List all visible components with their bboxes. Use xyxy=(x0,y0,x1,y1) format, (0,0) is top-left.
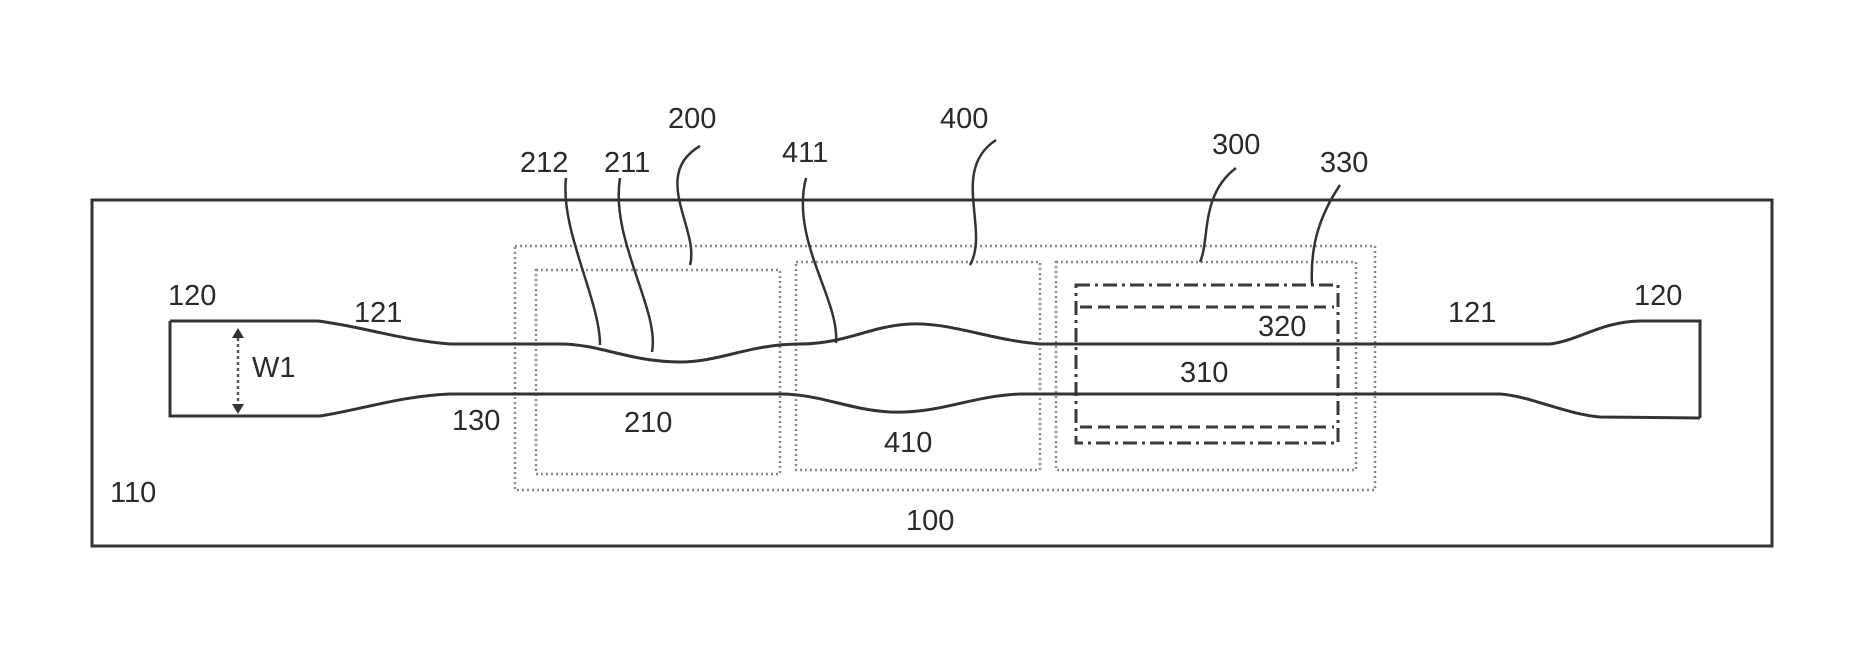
label-taper-right: 121 xyxy=(1448,297,1496,329)
label-320: 320 xyxy=(1258,311,1306,343)
label-200: 200 xyxy=(668,103,716,135)
width-indicator-arrow-top xyxy=(232,328,244,338)
section-200-outer-box xyxy=(515,246,1375,490)
label-210: 210 xyxy=(624,407,672,439)
section-200-inner-box xyxy=(536,270,780,474)
substrate-box xyxy=(92,200,1772,546)
label-end-right: 120 xyxy=(1634,280,1682,312)
waveguide-top-edge xyxy=(170,321,1700,418)
label-411: 411 xyxy=(782,137,828,169)
label-330: 330 xyxy=(1320,147,1368,179)
leader-211 xyxy=(619,178,653,352)
label-end-left: 120 xyxy=(168,280,216,312)
leader-411 xyxy=(803,178,836,343)
label-taper-left: 121 xyxy=(354,297,402,329)
label-310: 310 xyxy=(1180,357,1228,389)
label-211: 211 xyxy=(604,147,650,179)
label-substrate: 110 xyxy=(110,477,156,509)
label-waveguide-bottom: 130 xyxy=(452,405,500,437)
label-width: W1 xyxy=(252,352,296,384)
leader-300 xyxy=(1200,168,1236,262)
label-300: 300 xyxy=(1212,129,1260,161)
leader-400 xyxy=(970,140,996,265)
leader-212 xyxy=(565,178,600,345)
label-212: 212 xyxy=(520,147,568,179)
label-400: 400 xyxy=(940,103,988,135)
label-device: 100 xyxy=(906,505,954,537)
width-indicator-arrow-bottom xyxy=(232,404,244,414)
label-410: 410 xyxy=(884,427,932,459)
